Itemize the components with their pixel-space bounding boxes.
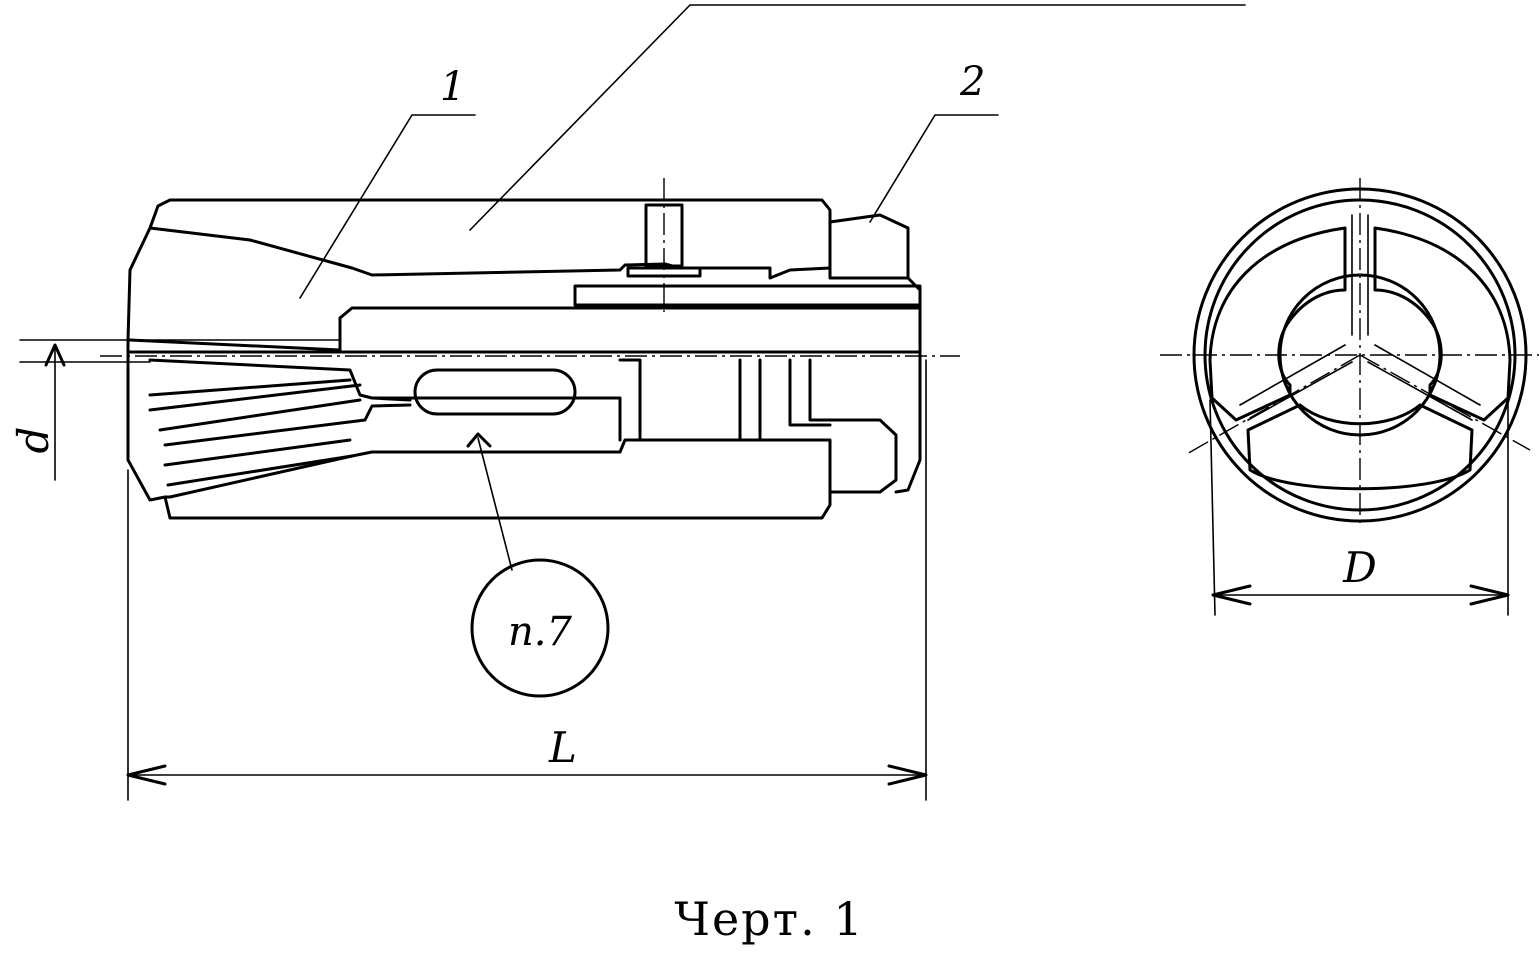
- note-circle: [470, 558, 610, 698]
- pin-head: [626, 266, 702, 278]
- leader-1: [299, 114, 476, 299]
- body-inner-lower: [370, 358, 832, 442]
- dim-L-arrow-right: [887, 764, 928, 786]
- dim-d-arrow: [44, 343, 66, 367]
- dim-D-arrow-right: [1469, 584, 1510, 606]
- nut-lower: [828, 276, 922, 494]
- dim-L-label: L: [548, 723, 577, 772]
- dim-D-arrow-left: [1211, 584, 1252, 606]
- collet-upper-inner: [128, 316, 342, 352]
- body-upper-section: [148, 198, 832, 280]
- note-leader: [477, 437, 513, 571]
- segment-right: [1373, 226, 1512, 422]
- segment-bottom: [1246, 403, 1474, 491]
- drawing-caption: Черт. 1: [674, 892, 865, 946]
- end-view: D: [1160, 178, 1539, 616]
- leader-top: [469, 4, 1246, 231]
- sleeve-section: [573, 284, 922, 307]
- segment-left: [1208, 226, 1347, 422]
- leader-2: [869, 114, 999, 223]
- nut-upper-section: [828, 213, 910, 280]
- dim-d-label: d: [9, 427, 58, 454]
- collet-outline: [126, 226, 167, 502]
- oblong-slot: [413, 368, 577, 416]
- dim-L-arrow-left: [126, 764, 167, 786]
- dim-D-ext-left: [1209, 399, 1216, 616]
- collet-bore: [338, 306, 922, 354]
- label-part-2: 2: [959, 59, 985, 105]
- section-view: 1 2 п.7 d L: [9, 4, 1246, 801]
- label-part-1: 1: [440, 64, 465, 110]
- dim-D-label: D: [1342, 543, 1377, 592]
- note-arrow: [466, 432, 492, 448]
- end-centerline-diag-2: [1359, 354, 1531, 451]
- collet-slots: [148, 358, 412, 487]
- end-centerline-diag-1: [1184, 354, 1361, 456]
- end-slots: [1239, 214, 1481, 421]
- pin: [644, 203, 684, 268]
- note-label: п.7: [508, 609, 572, 655]
- body-lower-section: [163, 438, 832, 520]
